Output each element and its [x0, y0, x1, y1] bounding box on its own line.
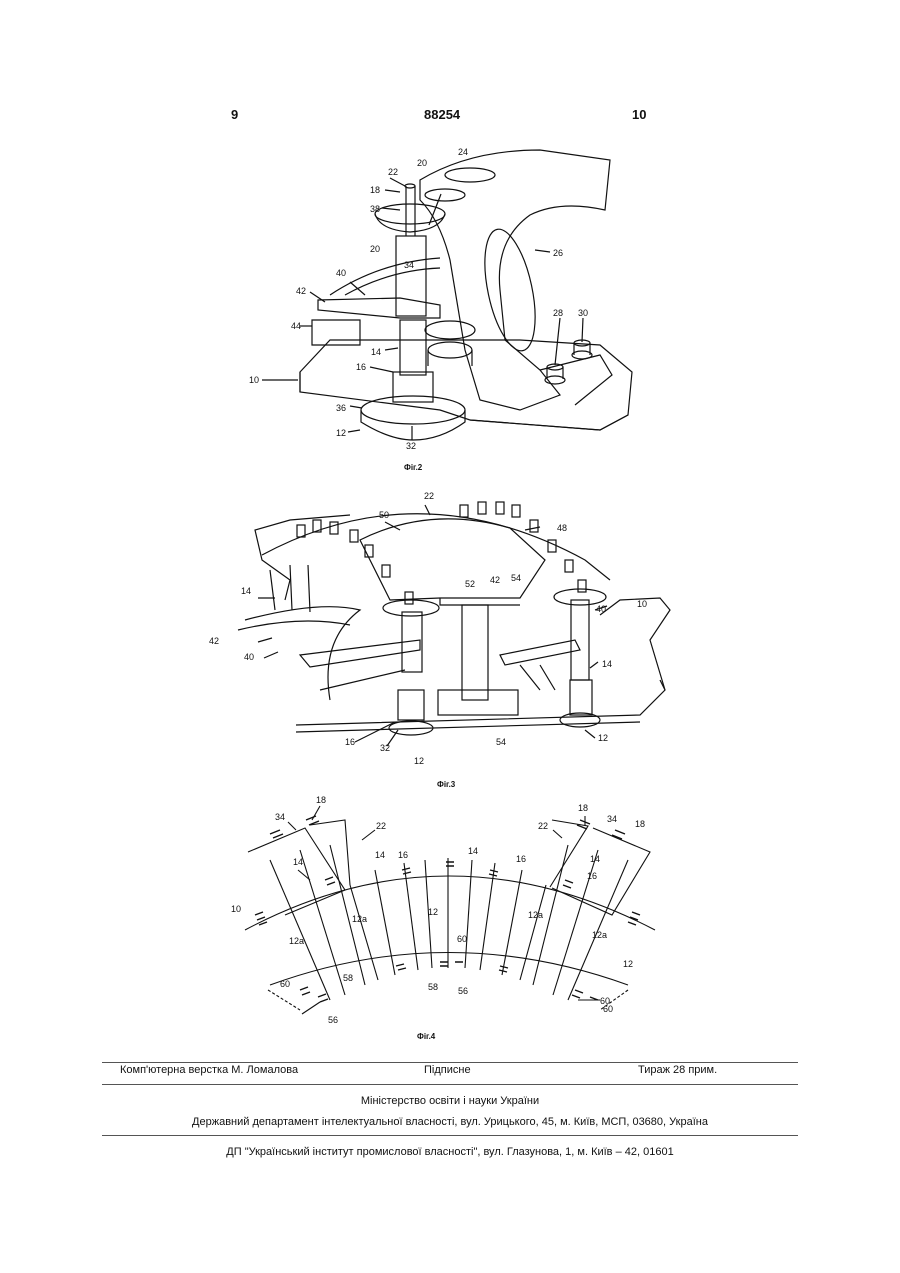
fig4-label-14b: 14: [375, 850, 385, 860]
fig4-label-12b: 12: [623, 959, 633, 969]
fig4-label-56a: 56: [328, 1015, 338, 1025]
fig4-label-12: 12: [428, 907, 438, 917]
fig4-label-14a: 14: [293, 857, 303, 867]
fig4-label-12a-b: 12a: [289, 936, 304, 946]
fig4-label-16a: 16: [398, 850, 408, 860]
department-line: Державний департамент інтелектуальної вл…: [0, 1116, 900, 1128]
typesetting-credit: Комп'ютерна верстка М. Ломалова: [120, 1064, 298, 1076]
circulation-note: Тираж 28 прим.: [638, 1064, 717, 1076]
fig4-caption: Фіг.4: [417, 1032, 436, 1041]
fig4-label-18a: 18: [316, 795, 326, 805]
institute-line: ДП "Український інститут промислової вла…: [0, 1146, 900, 1158]
fig4-label-14d: 14: [590, 854, 600, 864]
fig4-label-60a: 60: [457, 934, 467, 944]
footer-divider-top: [102, 1062, 798, 1063]
fig4-label-16c: 16: [587, 871, 597, 881]
fig4-label-12a-a: 12a: [352, 914, 367, 924]
fig4-label-34a: 34: [275, 812, 285, 822]
fig4-label-58b: 58: [428, 982, 438, 992]
fig4-label-12a-c: 12a: [528, 910, 543, 920]
fig4-label-14c: 14: [468, 846, 478, 856]
fig4-label-58a: 58: [343, 973, 353, 983]
fig4-label-22b: 22: [538, 821, 548, 831]
fig4-label-18b: 18: [578, 803, 588, 813]
fig4-label-56b: 56: [458, 986, 468, 996]
footer-divider-bottom: [102, 1135, 798, 1136]
fig4-label-34b: 34: [607, 814, 617, 824]
fig4-label-60b: 60: [280, 979, 290, 989]
ministry-line: Міністерство освіти і науки України: [0, 1095, 900, 1107]
signed-note: Підписне: [424, 1064, 471, 1076]
fig4-label-60d: 60: [600, 996, 610, 1006]
footer-divider-middle: [102, 1084, 798, 1085]
fig4-label-18c: 18: [635, 819, 645, 829]
fig4-label-16b: 16: [516, 854, 526, 864]
fig4-label-22a: 22: [376, 821, 386, 831]
fig4-label-12a-d: 12a: [592, 930, 607, 940]
fig4-label-10: 10: [231, 904, 241, 914]
